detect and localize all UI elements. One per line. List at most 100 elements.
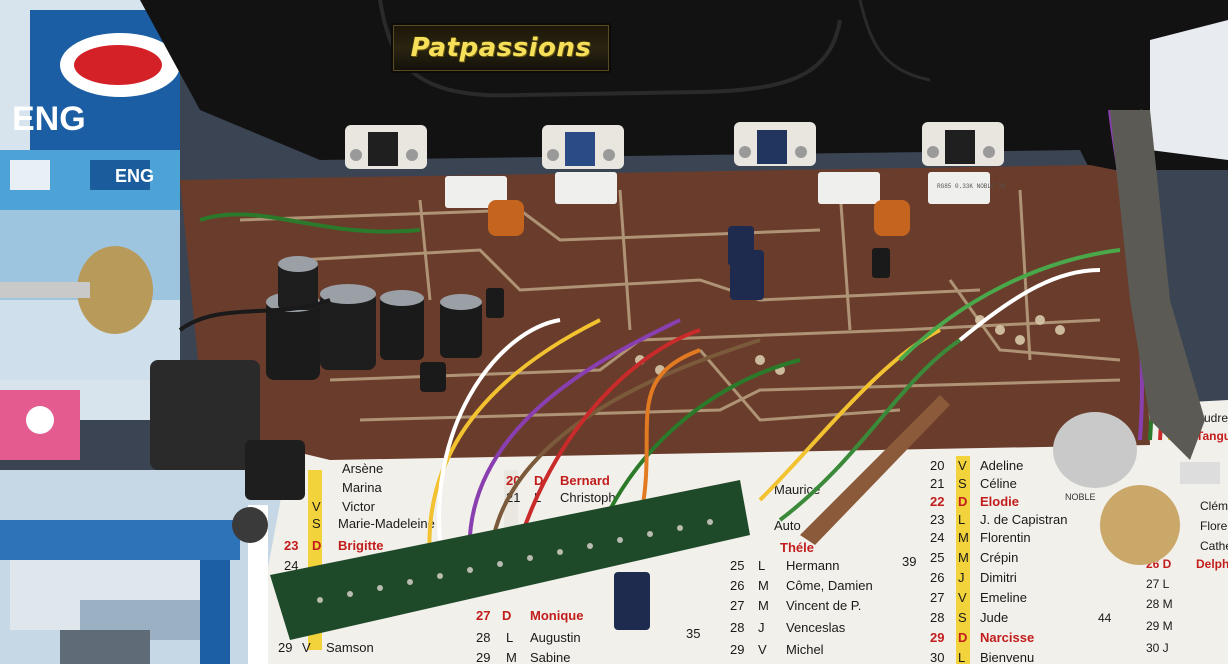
cal-week-num-0: 39 [902, 554, 916, 569]
cal-right-letter-2: D [958, 494, 967, 509]
cal-mid-letter-6: V [758, 642, 767, 657]
cal-right-letter-9: D [958, 630, 967, 645]
cal-mid-name-2: Hermann [786, 558, 839, 573]
cal-mid-day-6: 29 [730, 642, 744, 657]
cal-left-name-1: Marina [342, 480, 383, 495]
cal-mid-name-5: Venceslas [786, 620, 846, 635]
cal-mid-name-8: Augustin [530, 630, 581, 645]
cal-right-name-3: J. de Capistran [980, 512, 1067, 527]
resistor-label: RG85 0.33K NOBLE 79 [937, 183, 1006, 190]
cal-far-right-name-0: Clémence [1200, 499, 1228, 513]
cal-right-day-0: 20 [930, 458, 944, 473]
calendar-far-right: 26 D 27 L 28 M 29 M 30 J 44 Clémence Flo… [1098, 411, 1228, 655]
cal-right-name-4: Florentin [980, 530, 1031, 545]
calendar-right-column: 20 V Adeline 21 S Céline 22 D Elodie 23 … [930, 458, 1067, 664]
pump-brand-text: ENG [115, 166, 154, 186]
cal-right-day-8: 28 [930, 610, 944, 625]
cal-week-num-1: 35 [686, 626, 700, 641]
cal-mid-day-9: 29 [476, 650, 490, 664]
cal-mid-letter-7: D [502, 608, 511, 623]
cal-right-letter-5: M [958, 550, 969, 565]
cal-left-letter-4: D [312, 538, 321, 553]
cal-mid-name-1: Christoph [560, 490, 616, 505]
electrolytic-capacitors [266, 226, 890, 630]
gas-station-photo [0, 470, 290, 664]
cal-mid-name-4: Vincent de P. [786, 598, 861, 613]
cal-far-right-name-2: Catherine [1200, 539, 1228, 553]
cal-mid-day-4: 27 [730, 598, 744, 613]
cal-right-day-7: 27 [930, 590, 944, 605]
cal-mid-day-3: 26 [730, 578, 744, 593]
cal-left-name-0: Arsène [342, 461, 383, 476]
cal-right-day-2: 22 [930, 494, 944, 509]
brand-sign-text: ENG [12, 100, 86, 138]
cal-mid-letter-2: L [758, 558, 765, 573]
cal-mid-letter-8: L [506, 630, 513, 645]
inductor-coils [488, 200, 910, 236]
cal-right-letter-7: V [958, 590, 967, 605]
cal-far-right-name-5: Tanguy [1196, 429, 1228, 443]
cal-right-name-5: Crépin [980, 550, 1018, 565]
cal-left-name-10: Samson [326, 640, 374, 655]
cal-right-letter-10: L [958, 650, 965, 664]
cal-right-day-5: 25 [930, 550, 944, 565]
cal-mid-name-0: Bernard [560, 473, 610, 488]
cal-right-name-1: Céline [980, 476, 1017, 491]
cal-mid-letter-3: M [758, 578, 769, 593]
cal-mid-extra-2: Auto [774, 518, 801, 533]
cal-left-day-10: 29 [278, 640, 292, 655]
cal-right-letter-8: S [958, 610, 967, 625]
cal-right-day-6: 26 [930, 570, 944, 585]
cal-far-right-day-3: 29 M [1146, 619, 1173, 633]
cal-right-name-6: Dimitri [980, 570, 1017, 585]
cal-right-day-4: 24 [930, 530, 944, 545]
right-bracket [1110, 110, 1205, 460]
cal-mid-day-8: 28 [476, 630, 490, 645]
cal-mid-letter-4: M [758, 598, 769, 613]
cal-left-name-3: Marie-Madeleine [338, 516, 435, 531]
cal-right-letter-4: M [958, 530, 969, 545]
cal-right-name-8: Jude [980, 610, 1008, 625]
cal-left-letter-2: V [312, 499, 321, 514]
cal-left-name-4: Brigitte [338, 538, 384, 553]
cal-right-letter-1: S [958, 476, 967, 491]
cal-right-name-10: Bienvenu [980, 650, 1034, 664]
cal-right-name-0: Adeline [980, 458, 1023, 473]
calendar-left-column: Arsène Marina V Victor S Marie-Madeleine… [278, 461, 435, 655]
watermark-text: Patpassions [410, 33, 592, 63]
cal-mid-day-5: 28 [730, 620, 744, 635]
cal-right-day-10: 30 [930, 650, 944, 664]
pot-label: NOBLE [1065, 492, 1096, 502]
switch-board [800, 395, 950, 545]
cal-left-letter-3: S [312, 516, 321, 531]
cal-left-letter-10: V [302, 640, 311, 655]
watermark-logo: Patpassions [393, 25, 609, 71]
amplifier-chassis [140, 0, 1228, 170]
input-board [270, 480, 750, 640]
cal-right-name-7: Emeline [980, 590, 1027, 605]
cal-right-day-9: 29 [930, 630, 944, 645]
cal-far-right-name-1: Florence [1200, 519, 1228, 533]
cal-far-right-day-1: 27 L [1146, 577, 1170, 591]
cal-far-right-day-5: 44 [1098, 611, 1112, 625]
cal-mid-name-3: Côme, Damien [786, 578, 873, 593]
cal-mid-extra-1: Maurice [774, 482, 820, 497]
cal-mid-name-6: Michel [786, 642, 824, 657]
cal-right-day-3: 23 [930, 512, 944, 527]
cal-left-day-5: 24 [284, 558, 298, 573]
cal-right-letter-6: J [958, 570, 965, 585]
power-transistors [345, 122, 1004, 169]
cal-mid-extra-0: Théle [780, 540, 814, 555]
cal-far-right-name-3: Delphine [1196, 557, 1228, 571]
cal-right-letter-3: L [958, 512, 965, 527]
cal-mid-name-7: Monique [530, 608, 583, 623]
cal-mid-name-9: Sabine [530, 650, 570, 664]
cal-right-day-1: 21 [930, 476, 944, 491]
cal-mid-day-7: 27 [476, 608, 490, 623]
cal-right-name-9: Narcisse [980, 630, 1034, 645]
cal-mid-letter-9: M [506, 650, 517, 664]
cal-mid-letter-5: J [758, 620, 765, 635]
cal-right-letter-0: V [958, 458, 967, 473]
cal-left-name-2: Victor [342, 499, 376, 514]
